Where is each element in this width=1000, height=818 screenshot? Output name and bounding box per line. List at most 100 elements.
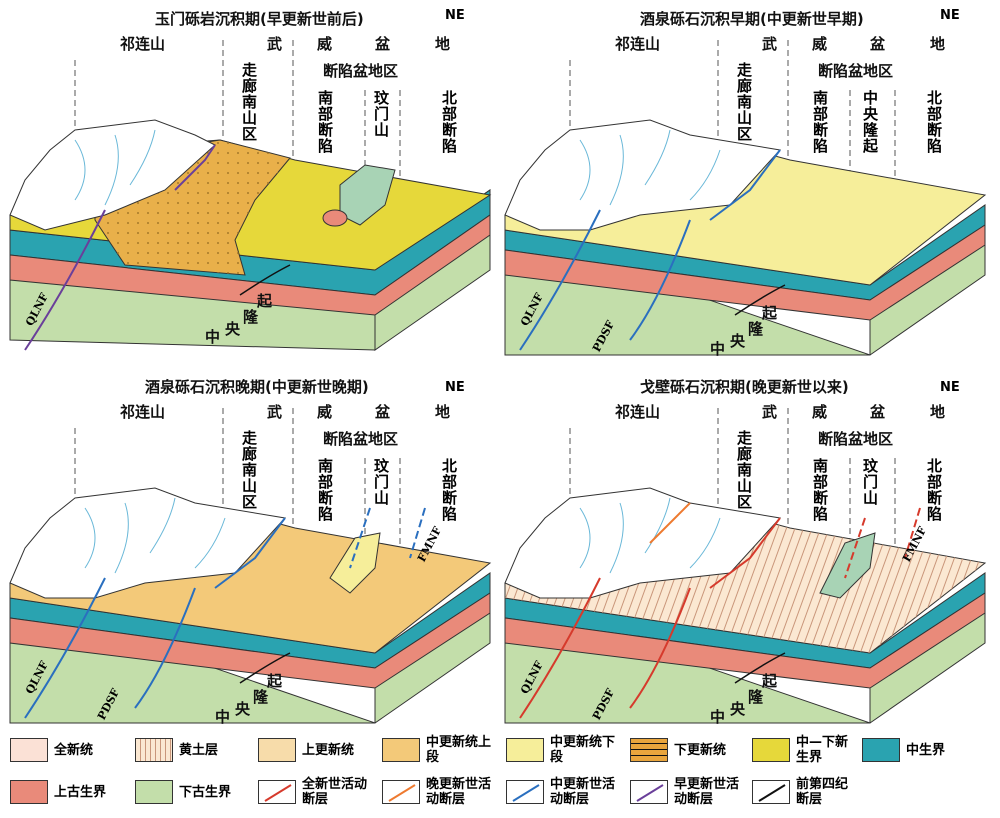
legend-item: 前第四纪断层 [752,775,856,809]
uplift-1: 起 [762,672,778,690]
legend-item: 早更新世活动断层 [630,775,744,809]
legend-item: 下更新统 [630,733,726,767]
label-basin-3: 盆 [870,35,886,53]
legend-swatch [258,738,296,762]
block-diagram [504,40,987,356]
legend-item: 晚更新世活动断层 [382,775,496,809]
uplift-2: 隆 [748,688,764,706]
uplift-4: 中 [710,340,726,358]
legend-swatch [135,738,173,762]
legend-label: 中更新统上段 [426,735,492,765]
label-basin-1: 武 [267,35,283,53]
panel-jiuquan-late: 酒泉砾石沉积晚期(中更新世晚期) NE 祁连山 武 威 盆 地 走廊南山区 断陷… [5,368,495,730]
label-duanxian: 断陷盆地区 [818,62,894,80]
label-zoulang: 走廊南山区 [240,430,258,510]
uplift-4: 中 [710,708,726,726]
legend-label: 上更新统 [302,742,355,758]
legend-label: 下古生界 [179,784,232,800]
uplift-1: 起 [267,672,283,690]
label-basin-4: 地 [435,35,451,53]
legend-item: 下古生界 [135,775,231,809]
label-zoulang: 走廊南山区 [240,62,258,142]
label-mid: 玟门山 [372,458,390,506]
block-diagram [9,40,492,351]
legend-label: 上古生界 [54,784,107,800]
legend-label: 黄土层 [179,742,219,758]
uplift-3: 央 [225,320,241,338]
legend-swatch [135,780,173,804]
legend-swatch [630,780,668,804]
legend-swatch [752,738,790,762]
label-north: 北部断陷 [440,90,458,154]
label-basin-3: 盆 [375,35,391,53]
label-basin-3: 盆 [375,403,391,421]
label-basin-1: 武 [267,403,283,421]
north-arrow: NE [940,8,960,23]
uplift-4: 中 [205,328,221,346]
label-zoulang: 走廊南山区 [735,430,753,510]
panel-title: 玉门砾岩沉积期(早更新世前后) [155,10,364,28]
legend-swatch [506,738,544,762]
panel-title: 戈壁砾石沉积期(晚更新世以来) [640,378,849,396]
panel-jiuquan-early: 酒泉砾石沉积早期(中更新世早期) NE 祁连山 武 威 盆 地 走廊南山区 断陷… [500,0,990,362]
label-qilian: 祁连山 [120,403,166,421]
legend-item: 上古生界 [10,775,106,809]
label-basin-3: 盆 [870,403,886,421]
label-south: 南部断陷 [316,90,334,154]
legend-label: 全新统 [54,742,94,758]
legend-label: 下更新统 [674,742,727,758]
label-mid: 玟门山 [861,458,879,506]
north-arrow: NE [940,380,960,395]
label-basin-1: 武 [762,35,778,53]
label-basin-2: 威 [812,35,828,53]
legend-label: 中生界 [906,742,946,758]
label-mid: 中央隆起 [861,90,879,154]
legend-label: 早更新世活动断层 [674,777,740,807]
label-qilian: 祁连山 [120,35,166,53]
north-arrow: NE [445,380,465,395]
legend-item: 中更新世活动断层 [506,775,620,809]
legend-label: 中更新统下段 [550,735,616,765]
legend-swatch [506,780,544,804]
legend-item: 中生界 [862,733,945,767]
uplift-3: 央 [235,700,251,718]
label-basin-4: 地 [930,35,946,53]
uplift-1: 起 [762,304,778,322]
legend-swatch [630,738,668,762]
label-south: 南部断陷 [811,90,829,154]
legend-label: 中—下新生界 [796,735,849,765]
label-north: 北部断陷 [440,458,458,522]
label-basin-4: 地 [930,403,946,421]
legend-label: 前第四纪断层 [796,777,849,807]
label-zoulang: 走廊南山区 [735,62,753,142]
legend-label: 晚更新世活动断层 [426,777,492,807]
label-basin-1: 武 [762,403,778,421]
legend-swatch [862,738,900,762]
legend-item: 中更新统下段 [506,733,620,767]
label-south: 南部断陷 [811,458,829,522]
label-basin-2: 威 [317,403,333,421]
legend-swatch [382,780,420,804]
panel-gobi: 戈壁砾石沉积期(晚更新世以来) NE 祁连山 武 威 盆 地 走廊南山区 断陷盆… [500,368,990,730]
legend-item: 全新世活动断层 [258,775,372,809]
uplift-1: 起 [257,292,273,310]
north-arrow: NE [445,8,465,23]
legend-label: 全新世活动断层 [302,777,368,807]
label-duanxian: 断陷盆地区 [323,62,399,80]
legend-item: 黄土层 [135,733,218,767]
legend-item: 上更新统 [258,733,354,767]
legend-item: 全新统 [10,733,93,767]
uplift-3: 央 [730,332,746,350]
uplift-2: 隆 [253,688,269,706]
block-diagram [9,408,492,724]
label-south: 南部断陷 [316,458,334,522]
label-qilian: 祁连山 [615,35,661,53]
uplift-3: 央 [730,700,746,718]
label-basin-4: 地 [435,403,451,421]
panel-title: 酒泉砾石沉积早期(中更新世早期) [640,10,864,28]
uplift-2: 隆 [748,320,764,338]
label-qilian: 祁连山 [615,403,661,421]
label-basin-2: 威 [317,35,333,53]
uplift-4: 中 [215,708,231,726]
panel-yumen: 玉门砾岩沉积期(早更新世前后) NE 祁连山 武 威 盆 地 走廊南山区 断陷盆… [5,0,495,362]
